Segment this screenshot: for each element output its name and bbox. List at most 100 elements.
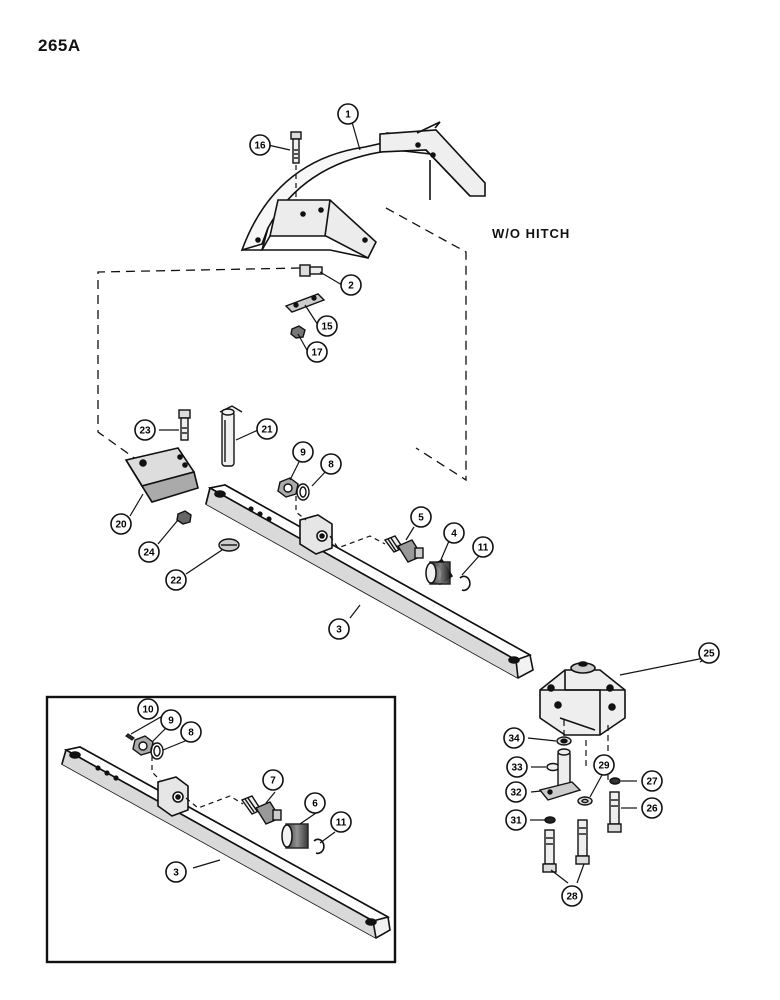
callout-label: 9 xyxy=(168,716,174,727)
inset-frame xyxy=(45,695,397,964)
roller-6-inset xyxy=(281,823,309,849)
callout-label: 11 xyxy=(478,543,489,554)
pin-21 xyxy=(219,405,243,467)
callout-label: 5 xyxy=(418,513,424,524)
callout-c34: 34 xyxy=(503,727,525,749)
callout-c20: 20 xyxy=(110,513,132,535)
roller-4 xyxy=(425,559,454,586)
callout-c16: 16 xyxy=(249,134,271,156)
callout-label: 28 xyxy=(566,892,578,903)
callout-label: 24 xyxy=(143,548,155,559)
washer-8-inset xyxy=(150,742,164,760)
drawbar-3-inset xyxy=(61,746,391,939)
callout-label: 11 xyxy=(336,818,347,829)
leader-lines xyxy=(129,121,720,884)
callout-c25: 25 xyxy=(698,642,720,664)
hitch-outline-dashed xyxy=(97,207,467,482)
callout-label: 26 xyxy=(646,804,658,815)
callout-label: 3 xyxy=(336,625,342,636)
callout-label: 20 xyxy=(115,520,127,531)
callout-c9a: 9 xyxy=(292,441,314,463)
bolt-23 xyxy=(178,409,191,441)
callout-c26: 26 xyxy=(641,797,663,819)
callout-c22: 22 xyxy=(165,569,187,591)
callouts: 1 16 2 15 17 23 21 9 8 20 24 5 4 11 22 3 25 10 9 8 7 6 11 3 34 33… xyxy=(110,103,720,907)
drawbar-support xyxy=(240,121,486,260)
callout-c17: 17 xyxy=(306,341,328,363)
callout-c10: 10 xyxy=(137,698,159,720)
callout-label: 17 xyxy=(311,348,323,359)
plate-15 xyxy=(284,293,326,313)
callout-label: 7 xyxy=(270,776,276,787)
callout-label: 15 xyxy=(321,322,333,333)
callout-label: 27 xyxy=(646,777,658,788)
callout-label: 31 xyxy=(510,816,522,827)
callout-label: 10 xyxy=(142,705,154,716)
callout-label: 32 xyxy=(510,788,522,799)
callout-c29: 29 xyxy=(593,754,615,776)
callout-c23: 23 xyxy=(134,419,156,441)
callout-label: 8 xyxy=(328,460,334,471)
callout-label: 1 xyxy=(345,110,351,121)
callout-c15: 15 xyxy=(316,315,338,337)
nut-24 xyxy=(176,510,192,525)
bolt-2 xyxy=(299,264,323,277)
callout-c4: 4 xyxy=(443,522,465,544)
clevis-20 xyxy=(124,447,199,503)
hitch-note: W/O HITCH xyxy=(492,226,571,241)
nut-33 xyxy=(546,762,560,772)
callout-c8a: 8 xyxy=(320,453,342,475)
callout-c6: 6 xyxy=(304,792,326,814)
callout-c7: 7 xyxy=(262,769,284,791)
pin-plate-32 xyxy=(538,748,582,801)
callout-label: 23 xyxy=(139,426,151,437)
callout-label: 8 xyxy=(188,728,194,739)
washer-34 xyxy=(556,736,572,746)
callout-c28: 28 xyxy=(561,885,583,907)
bracket-25 xyxy=(539,661,626,736)
callout-c24: 24 xyxy=(138,541,160,563)
callout-c11a: 11 xyxy=(472,536,494,558)
callout-c2: 2 xyxy=(340,274,362,296)
washer-29 xyxy=(577,796,593,806)
bolt-16 xyxy=(290,131,302,164)
callout-c21: 21 xyxy=(256,418,278,440)
callout-label: 34 xyxy=(508,734,520,745)
callout-c3b: 3 xyxy=(165,861,187,883)
shaft-5 xyxy=(383,535,424,563)
clip-22 xyxy=(218,538,240,552)
callout-c33: 33 xyxy=(506,756,528,778)
callout-c31: 31 xyxy=(505,809,527,831)
callout-label: 9 xyxy=(300,448,306,459)
snap-ring-11-inset xyxy=(313,838,325,855)
callout-label: 2 xyxy=(348,281,354,292)
callout-label: 25 xyxy=(703,649,715,660)
washer-27 xyxy=(609,777,621,785)
callout-c5: 5 xyxy=(410,506,432,528)
drawbar-3 xyxy=(205,484,534,679)
shaft-7-inset xyxy=(240,795,282,825)
bolts-28 xyxy=(542,819,590,873)
page-number: 265A xyxy=(38,36,81,55)
callout-c27: 27 xyxy=(641,770,663,792)
pin-10-inset xyxy=(125,733,135,741)
callout-label: 3 xyxy=(173,868,179,879)
nut-9-top xyxy=(277,477,299,498)
callout-label: 22 xyxy=(170,576,182,587)
washer-31 xyxy=(544,816,556,824)
callout-label: 4 xyxy=(451,529,457,540)
callout-label: 6 xyxy=(312,799,318,810)
callout-label: 29 xyxy=(598,761,610,772)
snap-ring-11-top xyxy=(459,575,471,592)
callout-c11b: 11 xyxy=(330,811,352,833)
callout-c8b: 8 xyxy=(180,721,202,743)
nut-9-inset xyxy=(132,735,154,756)
nut-17 xyxy=(290,325,306,339)
callout-label: 16 xyxy=(254,141,266,152)
callout-label: 21 xyxy=(261,425,273,436)
callout-c1: 1 xyxy=(337,103,359,125)
washer-8-top xyxy=(296,483,310,501)
callout-c32: 32 xyxy=(505,781,527,803)
callout-c3a: 3 xyxy=(328,618,350,640)
